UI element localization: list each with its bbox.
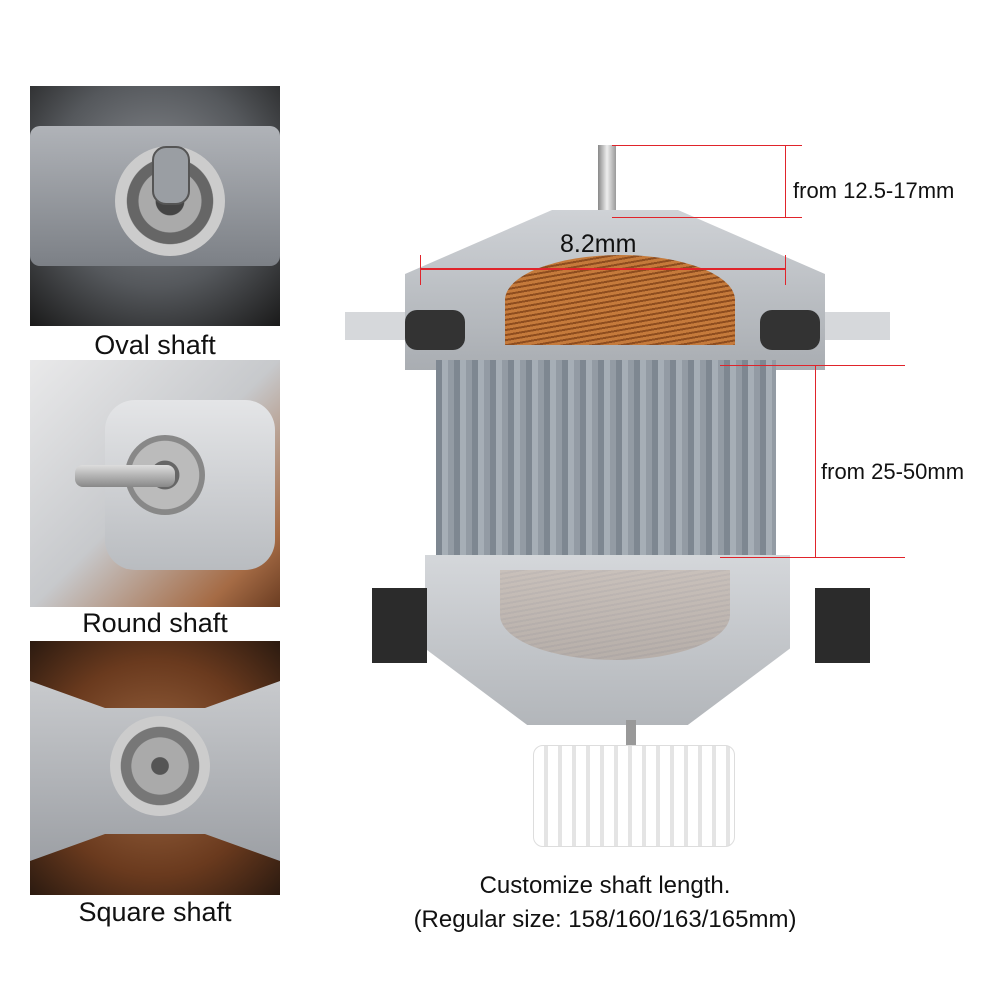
oval-shaft-photo (30, 86, 280, 326)
square-shaft-caption: Square shaft (78, 897, 232, 927)
stack-height-label: from 25-50mm (821, 459, 965, 484)
dim-line-shaft-bottom (612, 217, 802, 218)
dim-line-shaft-top (612, 145, 802, 146)
footer-line-2: (Regular size: 158/160/163/165mm) (413, 906, 797, 933)
square-shaft-photo (30, 641, 280, 895)
dim-line-stack-top (720, 365, 905, 366)
round-shaft-caption: Round shaft (82, 608, 228, 638)
dim-line-shaft-vertical (785, 145, 786, 217)
dim-line-diameter (420, 268, 785, 270)
shaft-extension-label: from 12.5-17mm (793, 178, 955, 203)
dim-tick-right (785, 255, 786, 285)
dim-line-stack-bottom (720, 557, 905, 558)
dim-tick-left (420, 255, 421, 285)
footer-line-1: Customize shaft length. (479, 872, 731, 899)
round-shaft-photo (30, 360, 280, 607)
oval-shaft-caption: Oval shaft (94, 330, 216, 360)
dim-line-stack-vertical (815, 365, 816, 557)
shaft-diameter-label: 8.2mm (560, 230, 637, 258)
